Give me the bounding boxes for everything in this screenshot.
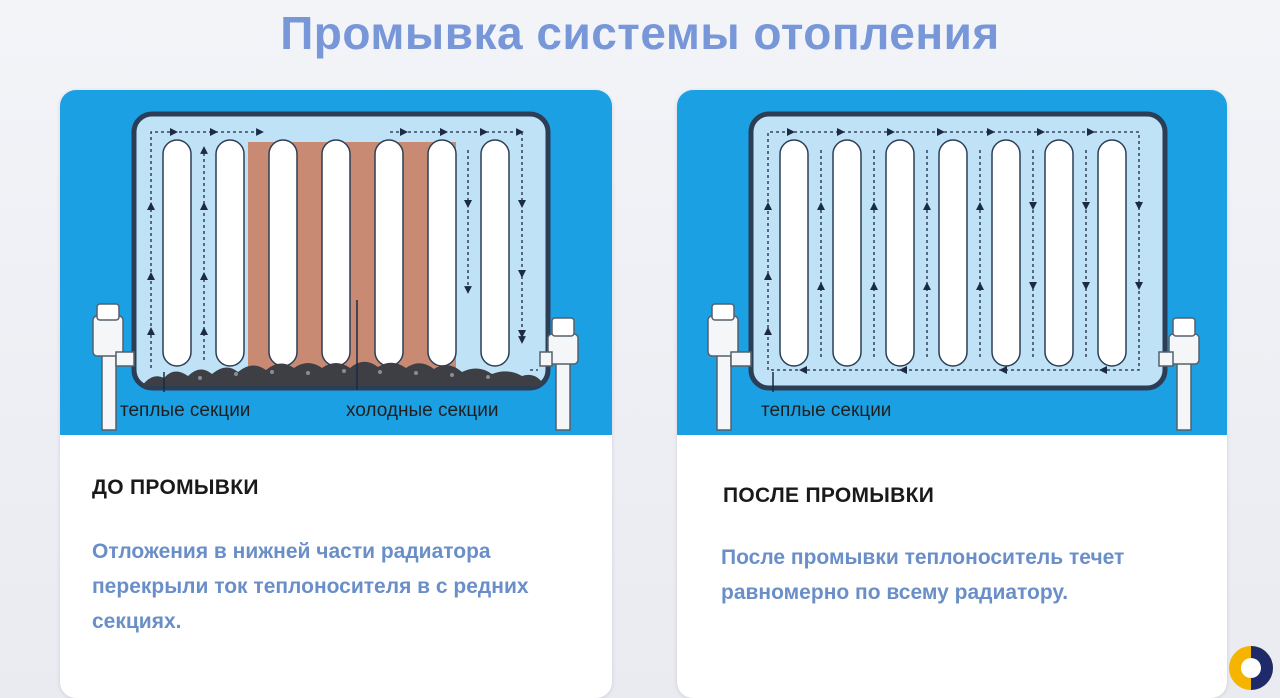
flow-arrow-icon (767, 131, 1140, 371)
after-heading: ПОСЛЕ ПРОМЫВКИ (723, 484, 935, 507)
valve-icon (1158, 317, 1200, 431)
logo-icon (1229, 646, 1273, 690)
after-radiator-diagram (677, 90, 1227, 435)
after-card: теплые секции ПОСЛЕ ПРОМЫВКИ После промы… (677, 90, 1227, 698)
cold-sections-label: холодные секции (346, 400, 499, 421)
before-card: теплые секции холодные секции ДО ПРОМЫВК… (60, 90, 612, 698)
before-heading: ДО ПРОМЫВКИ (92, 476, 259, 499)
before-radiator-diagram (60, 90, 612, 435)
before-description: Отложения в нижней части радиатора перек… (92, 540, 529, 633)
warm-sections-label: теплые секции (761, 400, 892, 421)
after-description: После промывки теплоноситель течет равно… (721, 546, 1125, 604)
warm-sections-label: теплые секции (120, 400, 251, 421)
before-sections (162, 139, 510, 367)
flow-arrow-icon (150, 128, 538, 371)
page-title: Промывка системы отопления (280, 7, 1000, 59)
valve-icon (707, 303, 752, 431)
valve-icon (92, 303, 135, 431)
valve-icon (539, 317, 579, 431)
after-sections (779, 139, 1127, 367)
sediment (142, 361, 542, 386)
